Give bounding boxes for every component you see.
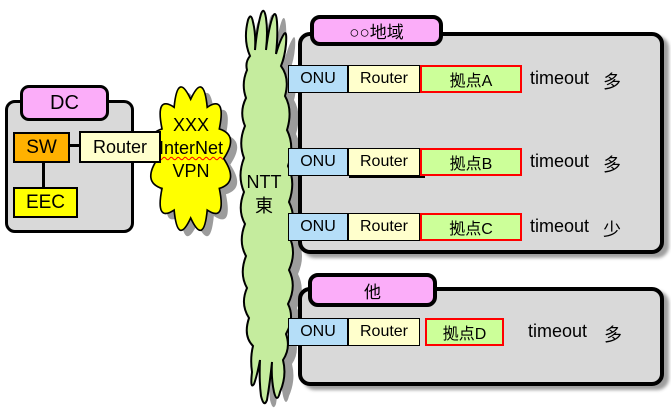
ntt-line-1: NTT [246, 172, 282, 192]
site-row-c: ONU Router 拠点C timeout 少 [288, 213, 648, 241]
router-box: Router [348, 65, 420, 93]
onu-box: ONU [288, 318, 348, 346]
site-box: 拠点C [420, 213, 522, 241]
eec-box: EEC [13, 187, 78, 218]
sw-eec-connector [42, 158, 45, 188]
other-panel-title: 他 [308, 273, 437, 307]
timeout-level: 多 [603, 155, 621, 175]
timeout-label: timeout [530, 68, 590, 88]
timeout-level: 少 [603, 220, 621, 240]
sw-router-connector [64, 144, 81, 147]
site-row-a: ONU Router 拠点A timeout 多 [288, 65, 648, 93]
sw-box: SW [13, 132, 70, 163]
onu-box: ONU [288, 213, 348, 241]
onu-box: ONU [288, 148, 348, 176]
site-row-d: ONU Router 拠点D timeout 多 [288, 318, 648, 346]
region-panel-title: ○○地域 [310, 15, 443, 46]
router-box: Router [348, 318, 420, 346]
site-box: 拠点B [420, 148, 522, 176]
site-box: 拠点A [420, 65, 522, 93]
dc-router-box: Router [79, 131, 161, 163]
router-box: Router [348, 148, 420, 176]
ntt-line-2: 東 [255, 196, 273, 216]
ntt-east-cloud-icon [239, 9, 302, 408]
internet-cloud-text: XXX InterNet VPN [148, 114, 234, 183]
site-box: 拠点D [425, 318, 504, 346]
timeout-level: 多 [603, 72, 621, 92]
stray-line [349, 176, 425, 178]
ntt-east-text: NTT 東 [240, 170, 288, 218]
site-row-b: ONU Router 拠点B timeout 多 [288, 148, 648, 176]
timeout-label: timeout [530, 151, 590, 171]
internet-cloud-icon [150, 86, 238, 237]
router-box: Router [348, 213, 420, 241]
dc-label: DC [20, 85, 109, 121]
timeout-label: timeout [530, 216, 590, 236]
timeout-label: timeout [528, 321, 588, 341]
cloud-line-2: InterNet [158, 138, 224, 158]
cloud-line-3: VPN [172, 161, 210, 181]
cloud-line-1: XXX [172, 115, 210, 135]
timeout-level: 多 [604, 325, 622, 345]
onu-box: ONU [288, 65, 348, 93]
